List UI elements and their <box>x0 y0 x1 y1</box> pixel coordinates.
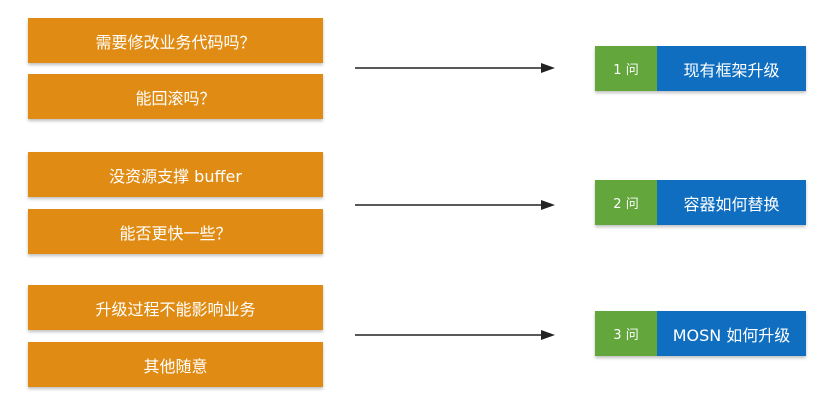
answer-number: 1 问 <box>595 46 657 91</box>
question-box: 没资源支撑 buffer <box>28 152 323 197</box>
answer-label: 现有框架升级 <box>657 46 806 91</box>
arrow-connector <box>355 63 555 73</box>
arrow-connector <box>355 200 555 210</box>
question-box: 升级过程不能影响业务 <box>28 285 323 330</box>
question-box: 需要修改业务代码吗？ <box>28 18 323 63</box>
question-box: 其他随意 <box>28 342 323 387</box>
question-box: 能回滚吗？ <box>28 74 323 119</box>
answer-number: 2 问 <box>595 180 657 225</box>
answer-number: 3 问 <box>595 311 657 356</box>
arrow-connector <box>355 330 555 340</box>
answer-tag: 3 问 MOSN 如何升级 <box>595 311 806 356</box>
answer-tag: 1 问 现有框架升级 <box>595 46 806 91</box>
answer-tag: 2 问 容器如何替换 <box>595 180 806 225</box>
answer-label: 容器如何替换 <box>657 180 806 225</box>
question-box: 能否更快一些？ <box>28 209 323 254</box>
answer-label: MOSN 如何升级 <box>657 311 806 356</box>
